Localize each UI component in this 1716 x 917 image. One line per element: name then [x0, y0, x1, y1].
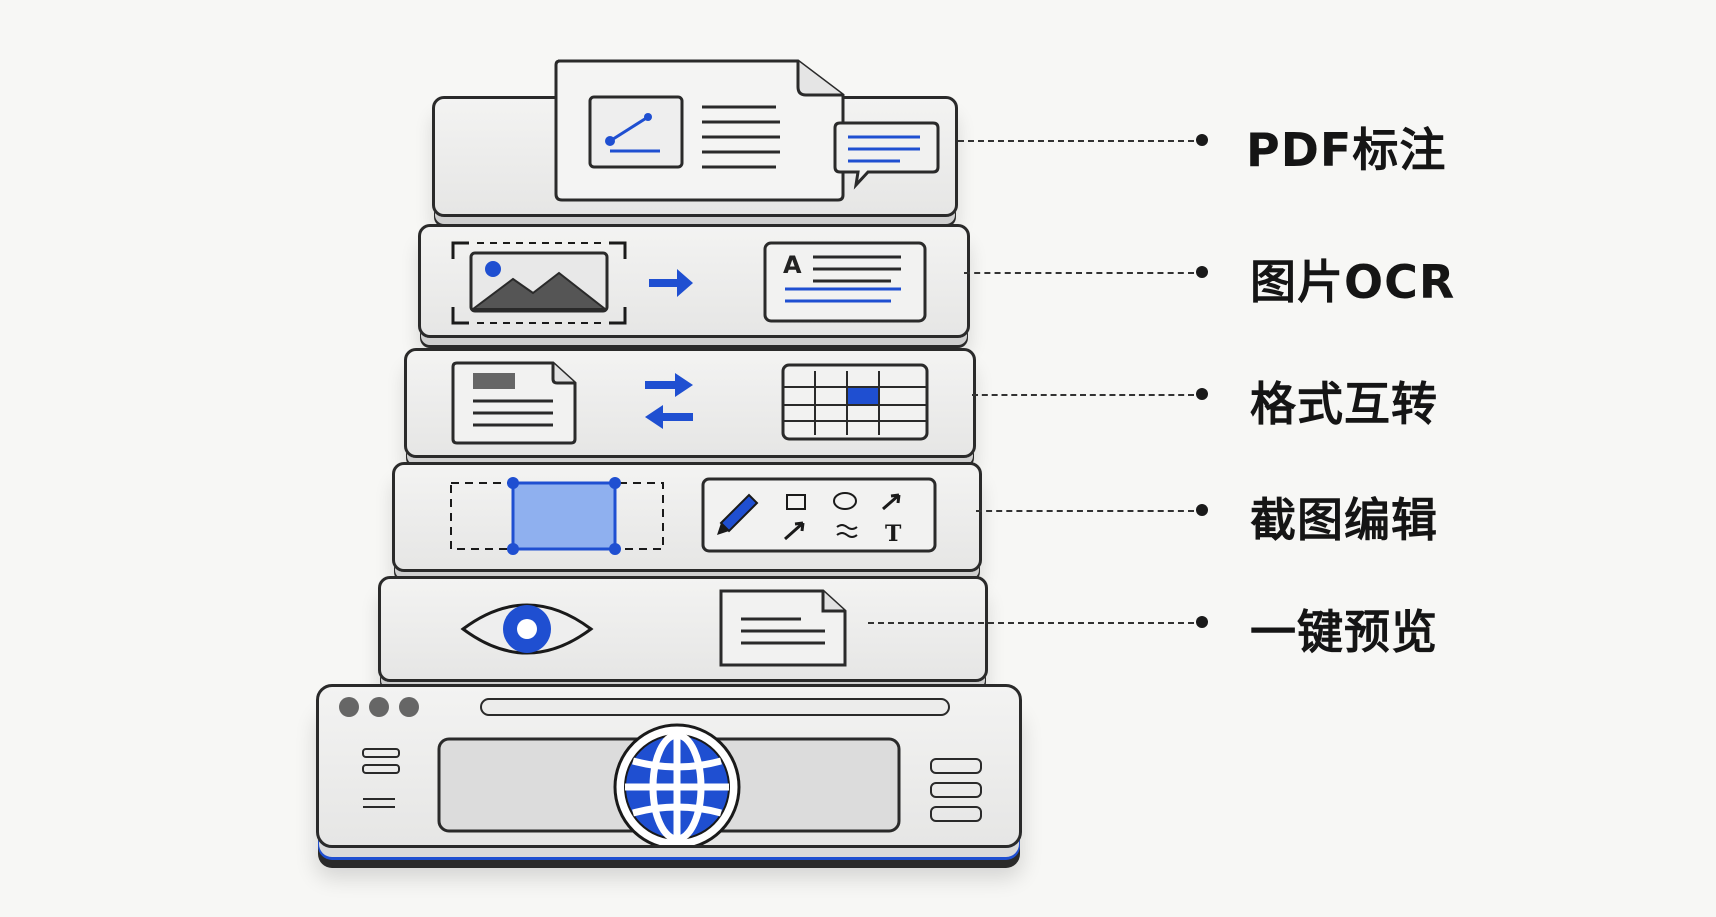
feature-label-preview: 一键预览	[1250, 605, 1438, 659]
globe-icon	[339, 697, 982, 845]
feature-label-ocr: 图片OCR	[1250, 255, 1456, 309]
feature-label-convert: 格式互转	[1250, 377, 1438, 431]
image-ocr-icon: A	[451, 241, 927, 325]
svg-text:A: A	[783, 251, 802, 279]
leader-dot-preview	[1196, 616, 1208, 628]
pdf-annotation-icon	[554, 59, 940, 202]
leader-line-ocr	[964, 272, 1194, 274]
screenshot-edit-icon: T	[450, 477, 937, 555]
feature-label-pdf: PDF标注	[1246, 123, 1447, 177]
leader-line-pdf	[958, 140, 1194, 142]
leader-line-screenshot	[976, 510, 1194, 512]
leader-line-convert	[972, 394, 1194, 396]
leader-line-preview	[868, 622, 1194, 624]
layer-screenshot-edit: T	[392, 462, 982, 572]
leader-dot-ocr	[1196, 266, 1208, 278]
svg-text:T: T	[885, 521, 902, 547]
layer-format-convert	[404, 348, 976, 458]
preview-eye-icon	[460, 589, 847, 667]
leader-dot-pdf	[1196, 134, 1208, 146]
leader-dot-screenshot	[1196, 504, 1208, 516]
leader-dot-convert	[1196, 388, 1208, 400]
layer-image-ocr: A	[418, 224, 970, 338]
layer-preview	[378, 576, 988, 682]
base-browser-window	[316, 684, 1022, 848]
feature-label-screenshot: 截图编辑	[1250, 493, 1438, 547]
format-convert-icon	[451, 361, 929, 445]
